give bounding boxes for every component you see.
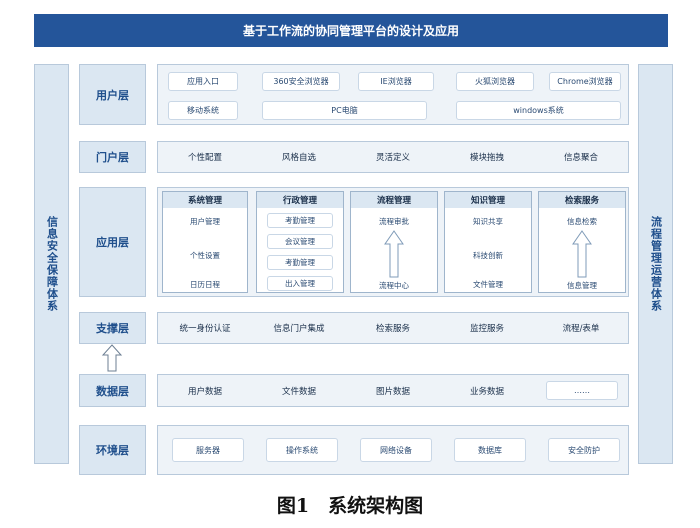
environment-item: 数据库 (454, 438, 526, 462)
diagram-title: 基于工作流的协同管理平台的设计及应用 (34, 14, 668, 47)
user-chip: IE浏览器 (358, 72, 434, 91)
environment-item: 安全防护 (548, 438, 620, 462)
module-title: 行政管理 (257, 192, 343, 208)
environment-layer-label: 环境层 (79, 425, 146, 475)
user-chip: 火狐浏览器 (456, 72, 534, 91)
module-item: 科技创新 (473, 250, 503, 260)
environment-layer-panel: 服务器 操作系统 网络设备 数据库 安全防护 (157, 425, 629, 475)
security-system-pillar: 信息安全保障体系 (34, 64, 69, 464)
retrieval-service-module: 检索服务 信息检索 信息管理 (538, 191, 626, 293)
up-arrow-icon (384, 230, 404, 278)
module-item: 出入管理 (267, 276, 333, 291)
module-item: 流程中心 (379, 280, 409, 290)
portal-layer-label: 门户层 (79, 141, 146, 173)
user-chip: PC电脑 (262, 101, 427, 120)
data-item: …… (546, 381, 618, 400)
user-chip: 移动系统 (168, 101, 238, 120)
portal-item: 风格自选 (281, 153, 316, 163)
data-item: 用户数据 (187, 386, 222, 397)
environment-item: 操作系统 (266, 438, 338, 462)
module-item: 知识共享 (473, 216, 503, 226)
user-chip: 360安全浏览器 (262, 72, 340, 91)
module-title: 检索服务 (539, 192, 625, 208)
application-layer-panel: 系统管理 用户管理 个性设置 日历日程 行政管理 考勤管理 会议管理 考勤管理 … (157, 187, 629, 297)
portal-item: 灵活定义 (375, 153, 410, 163)
up-arrow-icon (101, 344, 123, 372)
application-layer-label: 应用层 (79, 187, 146, 297)
module-item: 考勤管理 (267, 213, 333, 228)
user-chip: Chrome浏览器 (549, 72, 621, 91)
process-operation-label: 流程管理运营体系 (649, 216, 663, 312)
data-layer-panel: 用户数据 文件数据 图片数据 业务数据 …… (157, 374, 629, 407)
support-item: 信息门户集成 (273, 324, 325, 334)
module-item: 日历日程 (190, 279, 220, 289)
module-item: 会议管理 (267, 234, 333, 249)
data-layer-label: 数据层 (79, 374, 146, 407)
administration-module: 行政管理 考勤管理 会议管理 考勤管理 出入管理 (256, 191, 344, 293)
up-arrow-icon (572, 230, 592, 278)
figure-caption: 图1 系统架构图 (276, 494, 424, 517)
system-management-module: 系统管理 用户管理 个性设置 日历日程 (162, 191, 248, 293)
module-item: 信息检索 (567, 216, 597, 226)
support-item: 监控服务 (469, 324, 504, 334)
data-item: 文件数据 (281, 386, 316, 397)
module-title: 知识管理 (445, 192, 531, 208)
module-item: 个性设置 (190, 250, 220, 260)
process-operation-pillar: 流程管理运营体系 (638, 64, 673, 464)
knowledge-management-module: 知识管理 知识共享 科技创新 文件管理 (444, 191, 532, 293)
support-layer-label: 支撑层 (79, 312, 146, 344)
module-item: 流程审批 (379, 216, 409, 226)
portal-item: 信息聚合 (563, 153, 598, 163)
security-system-label: 信息安全保障体系 (45, 216, 59, 312)
user-layer-panel: 应用入口 360安全浏览器 IE浏览器 火狐浏览器 Chrome浏览器 移动系统… (157, 64, 629, 125)
module-item: 信息管理 (567, 280, 597, 290)
process-management-module: 流程管理 流程审批 流程中心 (350, 191, 438, 293)
portal-item: 个性配置 (187, 153, 222, 163)
user-chip: 应用入口 (168, 72, 238, 91)
data-item: 业务数据 (469, 386, 504, 397)
support-item: 检索服务 (375, 324, 410, 334)
data-item: 图片数据 (375, 386, 410, 397)
user-layer-label: 用户层 (79, 64, 146, 125)
environment-item: 服务器 (172, 438, 244, 462)
portal-layer-panel: 个性配置 风格自选 灵活定义 模块拖拽 信息聚合 (157, 141, 629, 173)
support-item: 流程/表单 (562, 324, 600, 334)
support-item: 统一身份认证 (179, 324, 231, 334)
module-item: 考勤管理 (267, 255, 333, 270)
portal-item: 模块拖拽 (469, 153, 504, 163)
module-title: 系统管理 (163, 192, 247, 208)
support-layer-panel: 统一身份认证 信息门户集成 检索服务 监控服务 流程/表单 (157, 312, 629, 344)
module-item: 文件管理 (473, 279, 503, 289)
module-item: 用户管理 (190, 216, 220, 226)
user-chip: windows系统 (456, 101, 621, 120)
environment-item: 网络设备 (360, 438, 432, 462)
module-title: 流程管理 (351, 192, 437, 208)
